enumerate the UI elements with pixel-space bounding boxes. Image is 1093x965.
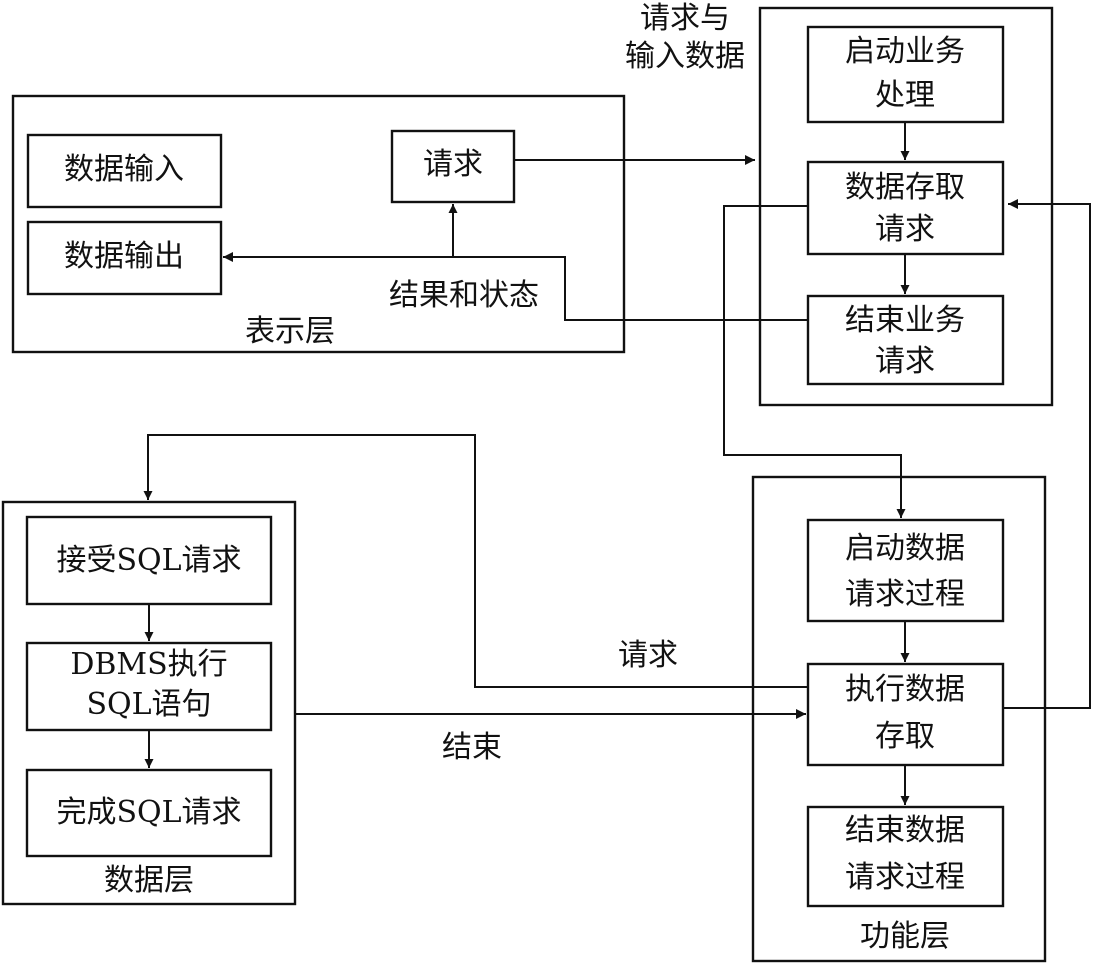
complete-sql-label: 完成SQL请求	[56, 795, 241, 830]
start-business-line1: 启动业务	[845, 34, 965, 69]
start-business-box	[806, 25, 1005, 124]
functional-layer-label: 功能层	[860, 919, 950, 954]
execute-data-line2: 存取	[875, 719, 935, 754]
dbms-exec-box	[25, 641, 273, 732]
end-business-line2: 请求	[875, 344, 935, 379]
execute-data-line1: 执行数据	[845, 672, 965, 707]
data-access-line2: 请求	[875, 212, 935, 247]
request-input-label-line2: 输入数据	[625, 39, 745, 74]
dbms-exec-line2: SQL语句	[86, 687, 211, 722]
functional-layer: 启动数据 请求过程 执行数据 存取 结束数据 请求过程 功能层	[751, 475, 1047, 963]
start-data-line2: 请求过程	[845, 577, 965, 612]
finish-link-label: 结束	[442, 730, 502, 765]
business-layer: 请求与 输入数据 启动业务 处理 数据存取 请求 结束业务 请求	[625, 1, 1054, 407]
end-data-request-box	[806, 805, 1005, 908]
data-output-box	[26, 220, 223, 296]
end-data-line1: 结束数据	[845, 813, 965, 848]
data-output-label: 数据输出	[64, 239, 184, 274]
end-business-box	[806, 294, 1005, 386]
end-data-line2: 请求过程	[845, 860, 965, 895]
connectors	[143, 122, 1091, 805]
data-access-request-box	[806, 160, 1005, 256]
data-input-label: 数据输入	[64, 152, 184, 187]
request-link-label: 请求	[618, 638, 678, 673]
data-layer: 接受SQL请求 DBMS执行 SQL语句 完成SQL请求 数据层	[1, 500, 297, 906]
data-layer-label: 数据层	[104, 863, 194, 898]
dbms-exec-line1: DBMS执行	[70, 647, 227, 682]
presentation-layer: 数据输入 数据输出 请求 结果和状态 表示层	[11, 94, 626, 354]
execute-data-access-box	[806, 662, 1005, 767]
accept-sql-label: 接受SQL请求	[56, 543, 241, 578]
request-box	[390, 129, 516, 204]
sql-request-arrow	[143, 434, 808, 688]
presentation-layer-label: 表示层	[245, 314, 335, 349]
execute-return-arrow	[1003, 199, 1091, 709]
start-data-request-box	[806, 518, 1005, 623]
data-access-line1: 数据存取	[845, 170, 965, 205]
functional-layer-frame	[751, 475, 1047, 963]
complete-sql-box	[25, 768, 273, 858]
data-input-box	[26, 133, 223, 209]
request-box-label: 请求	[423, 147, 483, 182]
result-status-arrow	[223, 252, 808, 321]
presentation-layer-frame	[11, 94, 626, 354]
start-business-line2: 处理	[875, 78, 935, 113]
accept-sql-box	[25, 515, 273, 606]
access-to-functional-arrow	[723, 205, 906, 518]
data-layer-frame	[1, 500, 297, 906]
request-input-label-line1: 请求与	[640, 1, 730, 36]
end-business-line1: 结束业务	[845, 303, 965, 338]
result-status-label: 结果和状态	[389, 278, 539, 313]
start-data-line1: 启动数据	[845, 531, 965, 566]
